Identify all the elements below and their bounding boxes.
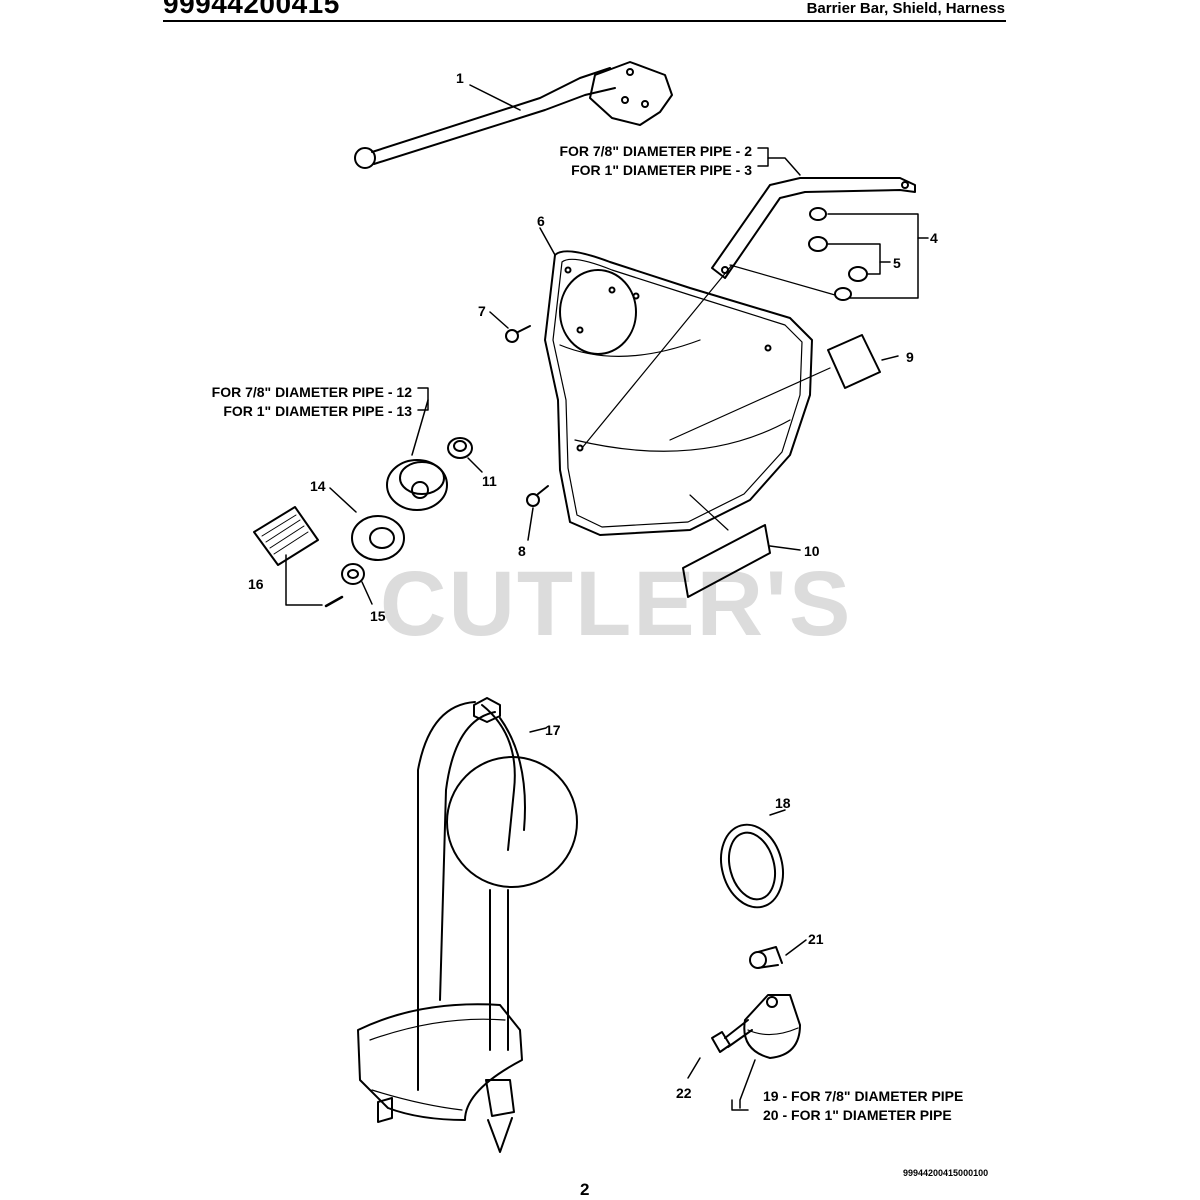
bracket-note-line1: FOR 7/8" DIAMETER PIPE - 2 xyxy=(559,143,752,159)
callout-10: 10 xyxy=(804,543,820,559)
callout-6: 6 xyxy=(537,213,545,229)
callout-21: 21 xyxy=(808,931,824,947)
callout-14: 14 xyxy=(310,478,326,494)
callout-8: 8 xyxy=(518,543,526,559)
pipe-clamp xyxy=(743,994,801,1059)
adapter xyxy=(386,459,448,511)
clamp-note-line2: 20 - FOR 1" DIAMETER PIPE xyxy=(763,1107,952,1123)
header-rule xyxy=(163,20,1006,22)
callout-18: 18 xyxy=(775,795,791,811)
page-number: 2 xyxy=(580,1180,590,1199)
shield-bracket xyxy=(711,177,916,279)
figure-code: 99944200415000100 xyxy=(903,1168,989,1178)
callout-7: 7 xyxy=(478,303,486,319)
nuts-washers xyxy=(808,207,868,301)
callout-15: 15 xyxy=(370,608,386,624)
callout-16: 16 xyxy=(248,576,264,592)
clamp-note-line1: 19 - FOR 7/8" DIAMETER PIPE xyxy=(763,1088,964,1104)
decal-10 xyxy=(682,524,771,598)
bolt-22 xyxy=(711,1019,753,1053)
o-ring-18 xyxy=(720,823,784,909)
hardware-kit-16 xyxy=(253,506,344,608)
barrier-bar xyxy=(354,61,673,169)
screw-8 xyxy=(526,485,549,507)
part-number: 99944200415 xyxy=(163,0,340,19)
bracket-note-line2: FOR 1" DIAMETER PIPE - 3 xyxy=(571,162,752,178)
nut-15 xyxy=(341,563,365,585)
page-title: Barrier Bar, Shield, Harness xyxy=(806,0,1005,17)
watermark: CUTLER'S xyxy=(380,553,853,655)
callout-17: 17 xyxy=(545,722,561,738)
screw-7 xyxy=(505,325,531,343)
leader-1 xyxy=(469,84,521,111)
callout-22: 22 xyxy=(676,1085,692,1101)
adapter-note-line1: FOR 7/8" DIAMETER PIPE - 12 xyxy=(211,384,412,400)
shield xyxy=(544,250,813,536)
callout-5: 5 xyxy=(893,255,901,271)
adapter-note-line2: FOR 1" DIAMETER PIPE - 13 xyxy=(223,403,412,419)
callout-11: 11 xyxy=(482,473,497,489)
nut-11 xyxy=(447,437,473,459)
cup-washer-14 xyxy=(351,515,405,561)
callout-1: 1 xyxy=(456,70,464,86)
callout-9: 9 xyxy=(906,349,914,365)
callout-4: 4 xyxy=(930,230,938,246)
spacer-21 xyxy=(749,946,783,969)
harness-17 xyxy=(357,697,578,1153)
decal-9 xyxy=(827,334,881,389)
